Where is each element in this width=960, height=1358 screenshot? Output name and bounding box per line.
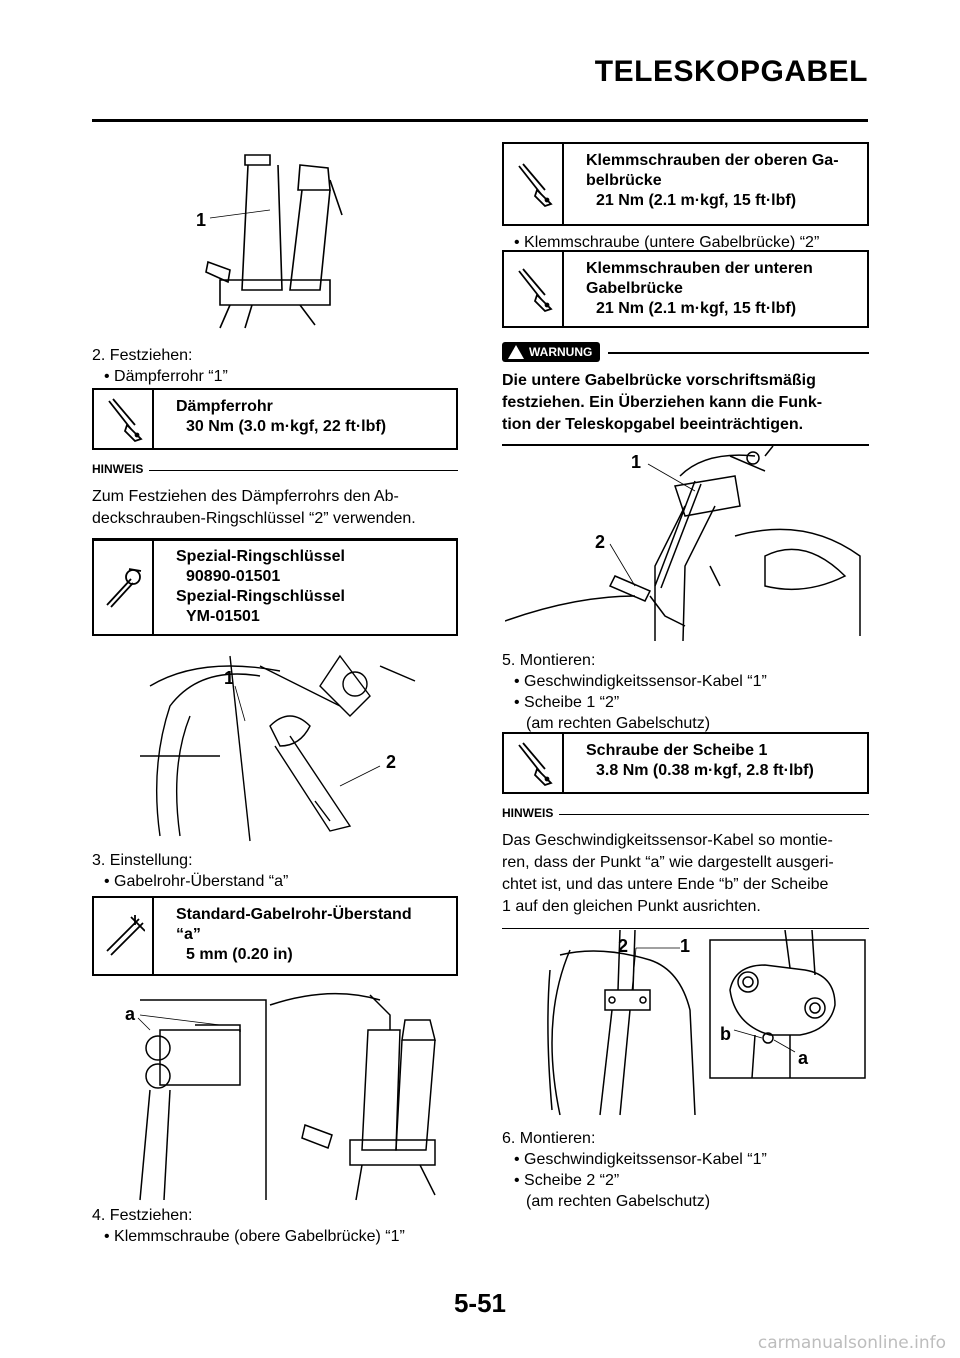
note-1: HINWEIS Zum Festziehen des Dämpferrohrs … [92,462,458,541]
torque-wrench-icon [504,734,564,792]
torque-spec-plate-1: Schraube der Scheibe 1 3.8 Nm (0.38 m·kg… [502,732,869,794]
step-6-title: 6. Montieren: [502,1130,596,1147]
fig4-label-1: 1 [631,452,641,472]
fig3-label-a: a [125,1004,136,1024]
upper-bracket-spec-line-2: belbrücke [586,172,662,189]
warning-text-3: tion der Teleskopgabel beeinträchtigen. [502,416,804,433]
torque-spec-upper-bracket: Klemmschrauben der oberen Ga- belbrücke … [502,142,869,226]
plate-1-spec-value: 3.8 Nm (0.38 m·kgf, 2.8 ft·lbf) [596,762,814,779]
torque-spec-damper: Dämpferrohr 30 Nm (3.0 m·kgf, 22 ft·lbf) [92,388,458,450]
note-1-text-2: deckschrauben-Ringschlüssel “2” verwende… [92,510,416,527]
step-6-item-2: • Scheibe 2 “2” [514,1172,620,1189]
plate-1-spec-line-1: Schraube der Scheibe 1 [586,742,768,759]
step-2-item-1: • Dämpferrohr “1” [104,368,228,385]
step-2: 2. Festziehen: • Dämpferrohr “1” [92,345,462,387]
step-3-title: 3. Einstellung: [92,852,193,869]
upper-bracket-spec-value: 21 Nm (2.1 m·kgf, 15 ft·lbf) [596,192,797,209]
warning-text-2: festziehen. Ein Überziehen kann die Funk… [502,394,823,411]
ring-wrench-icon [94,540,154,634]
special-tool-line-2: 90890-01501 [186,568,281,585]
step-6-item-1: • Geschwindigkeitssensor-Kabel “1” [514,1151,767,1168]
warning-icon [508,345,524,359]
step-3: 3. Einstellung: • Gabelrohr-Überstand “a… [92,850,462,892]
page-title: TELESKOPGABEL [594,55,868,88]
step-2-title: 2. Festziehen: [92,347,193,364]
note-1-head: HINWEIS [92,462,144,476]
special-tool-line-4: YM-01501 [186,608,260,625]
torque-wrench-icon [504,144,564,224]
warning-box: WARNUNG Die untere Gabelbrücke vorschrif… [502,342,869,446]
lower-bracket-spec-line-1: Klemmschrauben der unteren [586,260,813,277]
torque-spec-lower-bracket: Klemmschrauben der unteren Gabelbrücke 2… [502,250,869,328]
torque-wrench-icon [94,390,154,448]
warning-badge: WARNUNG [502,342,601,362]
fork-tube-spec-line-2: “a” [176,926,201,943]
torque-wrench-icon [504,252,564,326]
fork-tube-spec-line-1: Standard-Gabelrohr-Überstand [176,906,412,923]
spec-damper-name: Dämpferrohr [176,398,273,415]
note-2-text-2: ren, dass der Punkt “a” wie dargestellt … [502,854,834,871]
fork-tube-spec-value: 5 mm (0.20 in) [186,946,293,963]
header-rule [92,119,868,122]
step-5-item-1: • Geschwindigkeitssensor-Kabel “1” [514,673,767,690]
fig5-label-1: 1 [680,936,690,956]
fig5-label-b: b [720,1024,731,1044]
watermark: carmanualsonline.info [757,1333,946,1353]
special-tool-line-1: Spezial-Ringschlüssel [176,548,345,565]
spec-damper-value: 30 Nm (3.0 m·kgf, 22 ft·lbf) [186,418,387,435]
note-1-text-1: Zum Festziehen des Dämpferrohrs den Ab- [92,488,399,505]
warning-text-1: Die untere Gabelbrücke vorschriftsmäßig [502,372,816,389]
step-5-item-3: (am rechten Gabelschutz) [526,715,711,732]
special-tool-line-3: Spezial-Ringschlüssel [176,588,345,605]
step-4: 4. Festziehen: • Klemmschraube (obere Ga… [92,1205,462,1247]
lower-bracket-spec-value: 21 Nm (2.1 m·kgf, 15 ft·lbf) [596,300,797,317]
speed-sensor-cable-figure: 1 2 [505,446,861,642]
step-5: 5. Montieren: • Geschwindigkeitssensor-K… [502,650,872,734]
fig5-label-a: a [798,1048,809,1068]
fig4-label-2: 2 [595,532,605,552]
step-3-item-1: • Gabelrohr-Überstand “a” [104,873,289,890]
lower-bracket-spec-line-2: Gabelbrücke [586,280,683,297]
fork-damper-figure: 1 [196,154,343,329]
fig1-label-1: 1 [196,210,206,230]
fork-tube-protrusion-figure: a [125,992,436,1201]
note-2-text-1: Das Geschwindigkeitssensor-Kabel so mont… [502,832,833,849]
fig2-label-1: 1 [224,668,234,688]
note-2-text-3: chtet ist, und das untere Ende “b” der S… [502,876,829,893]
step-4-title: 4. Festziehen: [92,1207,193,1224]
note-2: HINWEIS Das Geschwindigkeitssensor-Kabel… [502,806,869,929]
fig5-label-2: 2 [618,936,628,956]
step-6: 6. Montieren: • Geschwindigkeitssensor-K… [502,1128,872,1212]
upper-bracket-spec-line-1: Klemmschrauben der oberen Ga- [586,152,839,169]
fig2-label-2: 2 [386,752,396,772]
page-number: 5-51 [453,1288,507,1318]
step-5-item-2: • Scheibe 1 “2” [514,694,620,711]
caliper-icon [94,898,154,974]
lower-bracket-bullet: • Klemmschraube (untere Gabelbrücke) “2” [514,234,820,251]
note-2-text-4: 1 auf den gleichen Punkt ausrichten. [502,898,761,915]
step-6-item-3: (am rechten Gabelschutz) [526,1193,711,1210]
step-4-item-1: • Klemmschraube (obere Gabelbrücke) “1” [104,1228,405,1245]
ring-wrench-figure: 1 2 [140,654,416,842]
plate-alignment-figure: 2 1 b a [547,930,866,1116]
special-tool-spec: Spezial-Ringschlüssel 90890-01501 Spezia… [92,538,458,636]
standard-fork-tube-spec: Standard-Gabelrohr-Überstand “a” 5 mm (0… [92,896,458,976]
note-2-head: HINWEIS [502,806,554,820]
step-5-title: 5. Montieren: [502,652,596,669]
